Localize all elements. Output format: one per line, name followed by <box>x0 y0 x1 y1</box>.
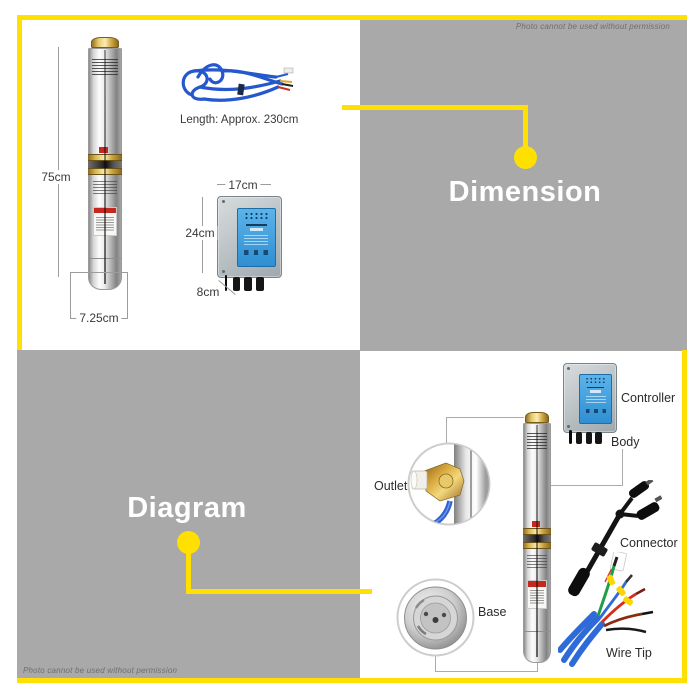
diagram-controller-port-1 <box>575 431 583 444</box>
pump-width-line-left <box>70 272 71 319</box>
diagram-controller-buttons <box>585 409 606 414</box>
pump-width-line-right <box>127 272 128 319</box>
base-part-label: Base <box>478 605 507 619</box>
diagram-pump-center-seam <box>535 424 538 657</box>
controller-height-label: 24cm <box>182 226 218 240</box>
diagram-callout-line-h <box>186 589 372 594</box>
outlet-part-label: Outlet <box>374 479 408 493</box>
diagram-controller-port-2 <box>585 431 593 444</box>
blue-wire <box>598 581 628 619</box>
outlet-closeup-inset <box>407 442 491 526</box>
dimension-placeholder-panel <box>360 20 687 351</box>
controller-cable-stub <box>224 274 228 291</box>
diagram-controller-front-panel <box>579 373 613 424</box>
cable-wrap <box>237 83 245 96</box>
dimension-callout-dot <box>514 146 537 169</box>
pump-width-label: 7.25cm <box>76 311 122 325</box>
controller-model-line <box>249 228 264 231</box>
dimension-section-title: Dimension <box>448 176 602 208</box>
diagram-pump-cap <box>525 412 549 424</box>
base-leader-h <box>435 671 538 672</box>
controller-text-block <box>244 234 269 246</box>
body-part-label: Body <box>611 435 640 449</box>
outlet-leader-v <box>446 417 447 444</box>
diagram-callout-dot <box>177 531 200 554</box>
base-center-hole <box>432 617 439 623</box>
cable-length-label: Length: Approx. 230cm <box>180 114 299 126</box>
diagram-pump-red-tag <box>532 521 540 527</box>
outlet-leader-h <box>446 417 524 418</box>
black-wire <box>605 627 647 634</box>
base-leader-v2 <box>537 663 538 672</box>
controller-port-2 <box>244 276 253 291</box>
diagram-callout-line-v <box>186 552 191 592</box>
diagram-controller-vent-dots <box>585 376 607 384</box>
pump-center-seam <box>103 49 106 284</box>
mc4-connector-1 <box>628 481 650 498</box>
green-wire <box>596 565 616 617</box>
diagram-controller-port-3 <box>595 431 602 444</box>
controller-buttons <box>244 250 269 255</box>
controller-photo <box>217 196 282 291</box>
frame-left-line <box>17 15 22 350</box>
diagram-controller-text-block <box>585 396 606 406</box>
diagram-controller-brand-line <box>586 386 605 389</box>
watermark-bottom-left: Photo cannot be used without permission <box>23 666 178 675</box>
connector-part-label: Connector <box>620 536 678 550</box>
connector-barrel <box>568 567 590 597</box>
controller-vent-dots <box>243 212 270 221</box>
controller-front-panel <box>236 208 277 268</box>
connector-cable-photo <box>568 480 662 597</box>
watermark-top-right: Photo cannot be used without permission <box>515 22 670 31</box>
wire-tip-photo <box>558 552 654 667</box>
pump-photo <box>88 37 122 290</box>
body-leader-v <box>622 449 623 486</box>
dimension-callout-line-v <box>523 105 528 148</box>
cable-connector-tip <box>283 67 294 74</box>
brown-wire <box>603 612 643 628</box>
diagram-placeholder-panel <box>17 350 360 680</box>
wire-tip-part-label: Wire Tip <box>606 646 652 660</box>
cable-photo <box>181 63 294 102</box>
pump-height-line <box>58 47 59 277</box>
controller-port-3 <box>256 276 264 291</box>
controller-width-label: 17cm <box>225 178 261 192</box>
mc4-connector-2 <box>636 502 660 520</box>
diagram-pump <box>523 412 551 663</box>
diagram-controller-model-line <box>590 390 602 393</box>
dimension-callout-line-h <box>342 105 528 110</box>
base-leader-v1 <box>435 653 436 672</box>
frame-right-line <box>682 350 687 683</box>
controller-port-1 <box>232 276 241 291</box>
body-leader-h <box>551 485 623 486</box>
diagram-section-title: Diagram <box>127 492 247 524</box>
pump-top-cap <box>90 37 120 49</box>
frame-bottom-line <box>17 678 687 683</box>
base-closeup-inset <box>396 578 475 657</box>
controller-brand-line <box>245 223 267 226</box>
frame-top-line <box>17 15 687 20</box>
diagram-controller <box>563 363 617 444</box>
pump-width-line-top <box>70 272 128 273</box>
diagram-controller-cable-stub <box>569 430 572 444</box>
pump-height-label: 75cm <box>38 170 74 184</box>
red-wire <box>601 592 637 623</box>
controller-depth-label: 8cm <box>193 285 223 299</box>
controller-part-label: Controller <box>621 391 676 405</box>
